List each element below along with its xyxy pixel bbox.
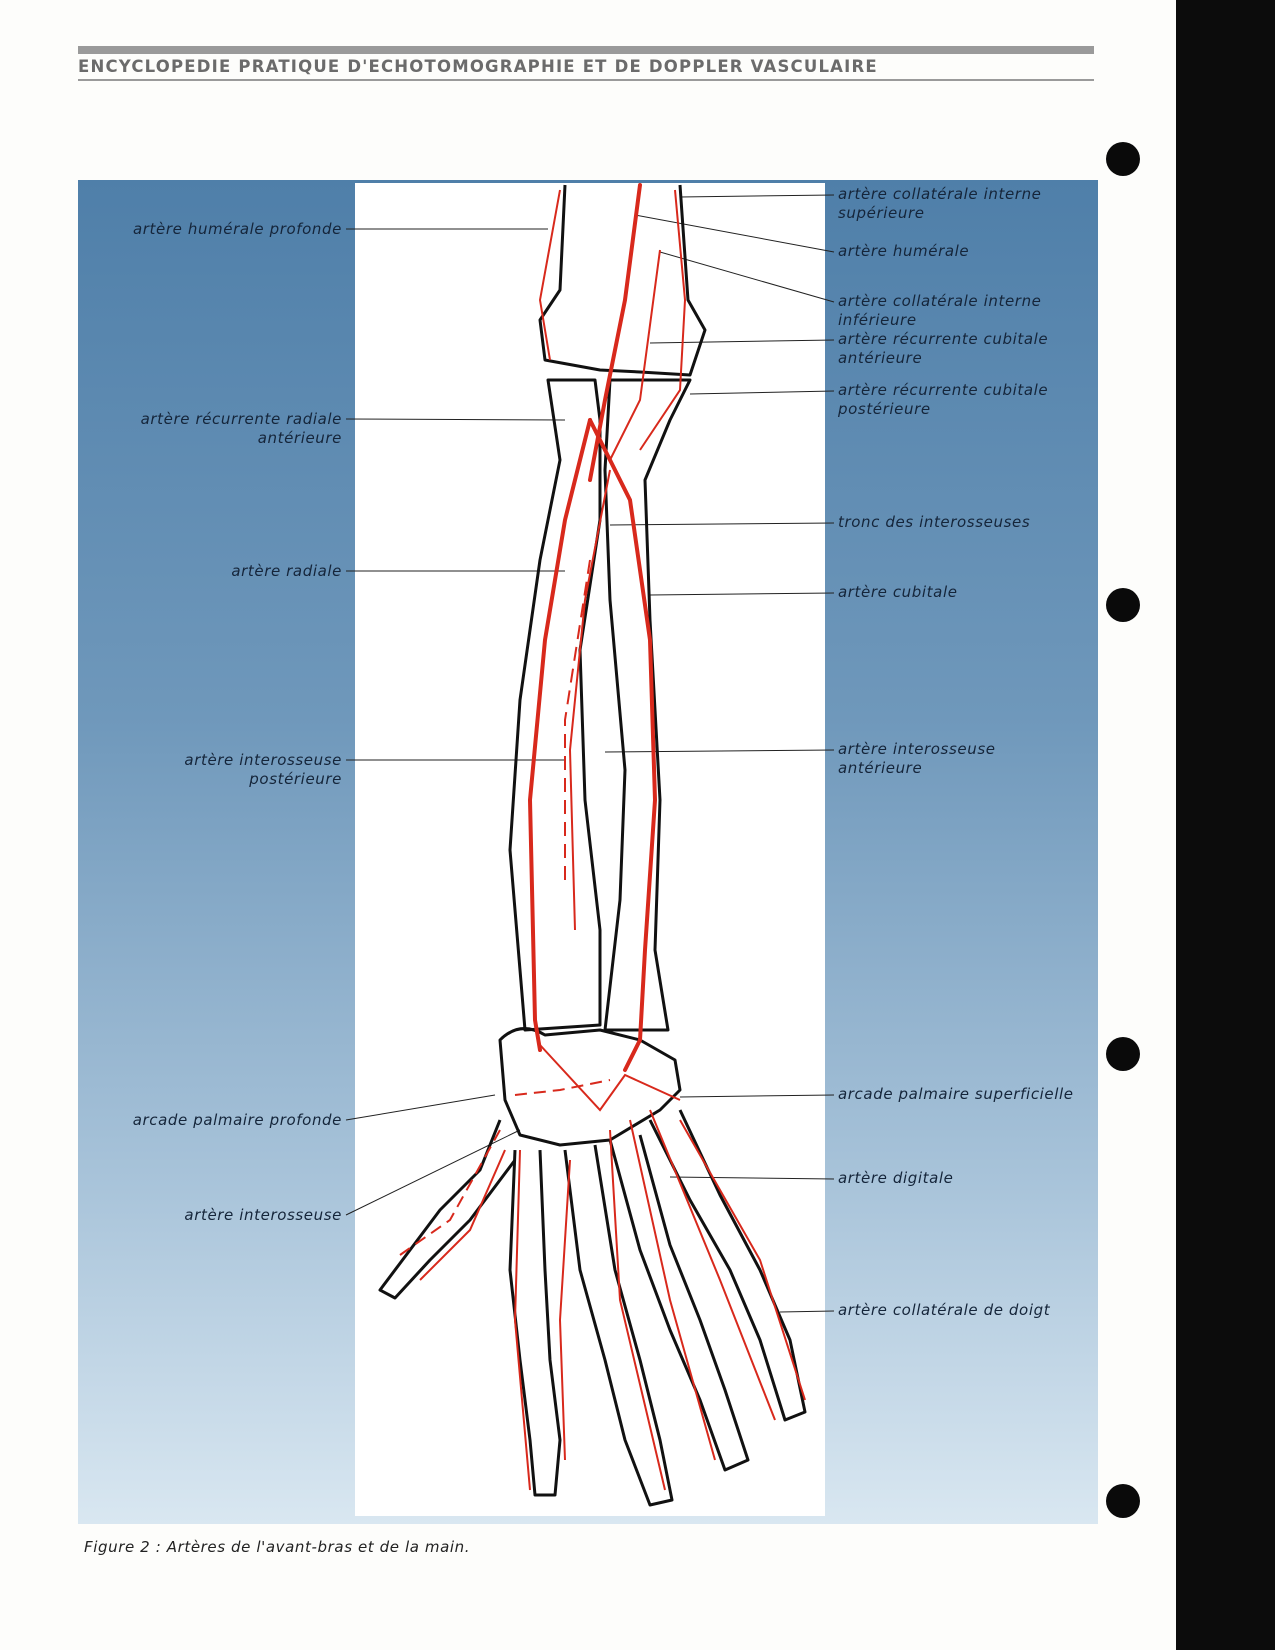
label-right: artère collatérale de doigt	[838, 1301, 1051, 1319]
artery-digital	[419, 1149, 506, 1281]
radius	[508, 378, 602, 1032]
leader-line	[604, 749, 835, 753]
artery-digital	[679, 1119, 806, 1401]
label-right: artère récurrente cubitale antérieure	[838, 330, 1049, 367]
artery-digital	[649, 1109, 776, 1421]
artery-digital	[629, 1119, 716, 1461]
label-right: artère collatérale interne supérieure	[838, 185, 1042, 222]
leader-line	[779, 1310, 835, 1313]
label-right: artère récurrente cubitale postérieure	[838, 381, 1049, 418]
label-left: artère récurrente radiale antérieure	[140, 410, 342, 447]
binder-hole	[1106, 1484, 1140, 1518]
leader-line	[649, 592, 835, 596]
label-right: artère collatérale interne inférieure	[838, 292, 1042, 329]
leader-line	[345, 1094, 496, 1121]
label-right: artère interosseuse antérieure	[838, 740, 996, 777]
leader-line	[345, 418, 566, 421]
artery-thumb	[399, 1129, 501, 1256]
header-bar	[78, 46, 1094, 54]
thumb	[378, 1119, 517, 1300]
label-left: artère interosseuse postérieure	[184, 751, 342, 788]
humerus	[538, 184, 707, 377]
binder-hole	[1106, 1037, 1140, 1071]
figure-caption: Figure 2 : Artères de l'avant-bras et de…	[84, 1538, 471, 1556]
bones	[378, 184, 807, 1507]
header-rule	[78, 79, 1094, 81]
leader-line	[649, 339, 835, 344]
leader-line	[609, 522, 835, 526]
artery-digital	[558, 1159, 571, 1461]
label-right: arcade palmaire superficielle	[838, 1085, 1074, 1103]
leader-line	[679, 194, 835, 198]
artery-humerale-profonde	[538, 189, 561, 361]
leader-line	[345, 1129, 521, 1216]
binder-hole	[1106, 588, 1140, 622]
artery-arcade-superficielle	[539, 1044, 681, 1112]
leader-line	[634, 214, 835, 253]
ulna	[603, 378, 692, 1032]
artery-digital	[513, 1149, 531, 1491]
label-left: arcade palmaire profonde	[132, 1111, 342, 1129]
label-left: artère interosseuse	[184, 1206, 342, 1224]
leader-line	[659, 251, 835, 303]
label-left: artère radiale	[231, 562, 342, 580]
label-right: artère digitale	[838, 1169, 954, 1187]
artery-collaterale-interne	[639, 189, 687, 451]
leader-line	[689, 390, 835, 395]
binder-hole	[1106, 142, 1140, 176]
artery-digital	[609, 1129, 666, 1491]
finger-little	[648, 1109, 807, 1422]
minor-arteries	[399, 189, 806, 1491]
label-right: tronc des interosseuses	[838, 513, 1031, 531]
leader-lines	[345, 194, 835, 1313]
leader-line	[669, 1176, 835, 1180]
arteries	[527, 183, 658, 1072]
leader-line	[679, 1094, 835, 1098]
label-left: artère humérale profonde	[133, 220, 342, 238]
artery-radiale	[527, 418, 592, 1052]
label-right: artère humérale	[838, 242, 970, 260]
artery-humerale	[588, 183, 642, 482]
artery-interosseuse	[568, 469, 611, 931]
scan-edge	[1176, 0, 1275, 1650]
label-right: artère cubitale	[838, 583, 958, 601]
running-header: ENCYCLOPEDIE PRATIQUE D'ECHOTOMOGRAPHIE …	[78, 57, 878, 76]
artery-cubitale	[588, 418, 658, 1072]
artery-recurrente	[609, 249, 661, 461]
finger-ring	[608, 1134, 750, 1472]
artery-arcade-profonde	[514, 1079, 611, 1096]
artery-interosseuse-posterieure	[564, 559, 591, 880]
carpals	[498, 1027, 682, 1147]
finger-middle	[563, 1144, 674, 1507]
